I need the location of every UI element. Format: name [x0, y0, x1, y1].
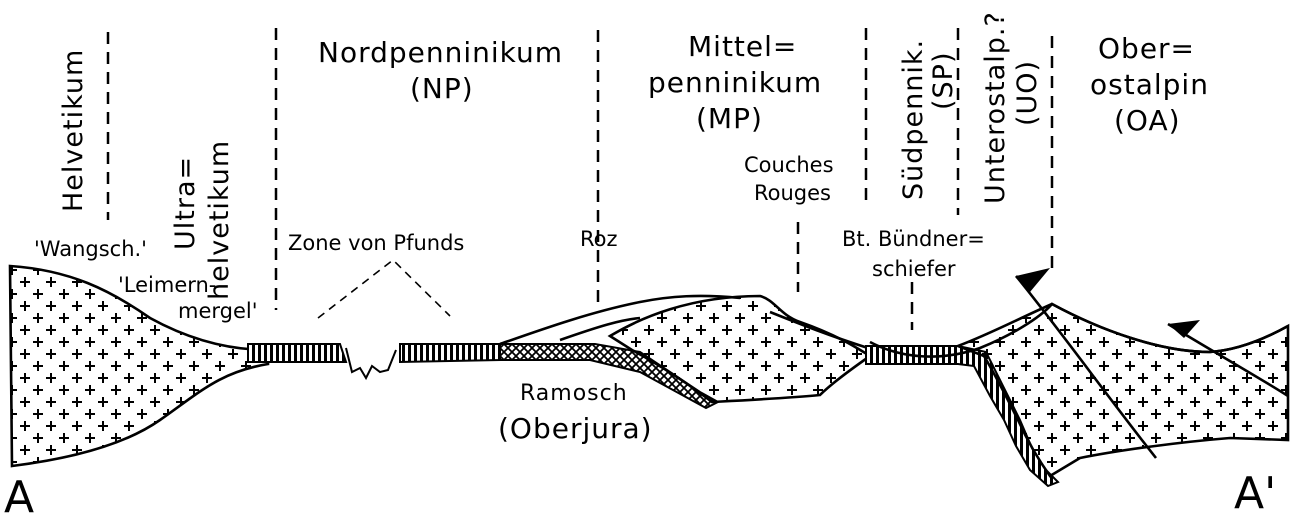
label-ramosch: Ramosch	[520, 381, 628, 406]
profile-ends: A A'	[4, 468, 1276, 516]
striped-layer-left	[248, 344, 346, 362]
thrust-triangle-2	[1168, 320, 1200, 338]
profile-start-label: A	[4, 472, 34, 516]
label-oberjura: (Oberjura)	[498, 412, 653, 445]
label-buendner: Bt. Bündner=	[842, 227, 985, 251]
right-basement	[958, 304, 1288, 476]
label-penninikum: penninikum	[648, 66, 822, 99]
label-couches: Couches	[744, 153, 834, 177]
label-ultrahelvetikum-1: Ultra=	[170, 156, 201, 250]
label-oa: (OA)	[1114, 104, 1181, 137]
label-mergel: mergel'	[178, 299, 258, 323]
zone-labels: Helvetikum Ultra= helvetikum Nordpennini…	[58, 11, 1209, 300]
label-helvetikum: Helvetikum	[58, 49, 89, 212]
label-sp: (SP)	[928, 52, 959, 111]
label-uo: (UO)	[1012, 60, 1043, 126]
label-roz: Roz	[580, 227, 618, 251]
label-ostalpin: ostalpin	[1090, 68, 1209, 101]
fault-pit	[346, 348, 396, 378]
label-mittel: Mittel=	[688, 30, 797, 63]
pfunds-pointer	[318, 260, 450, 318]
label-rouges: Rouges	[754, 181, 831, 205]
label-np: (NP)	[410, 72, 474, 105]
label-suedpenninik: Südpennik.	[898, 39, 929, 200]
thrust-triangle-1	[1016, 268, 1050, 292]
label-mp: (MP)	[696, 102, 763, 135]
label-unterostalp: Unterostalp.?	[980, 11, 1011, 204]
label-zone-pfunds: Zone von Pfunds	[288, 231, 464, 255]
label-leimern: 'Leimern-	[118, 273, 216, 297]
label-wangsch: 'Wangsch.'	[34, 237, 147, 261]
label-ober: Ober=	[1098, 32, 1195, 65]
middle-basement	[610, 296, 870, 402]
striped-layer-mid	[400, 344, 500, 362]
label-schiefer: schiefer	[872, 257, 956, 281]
label-nordpenninikum: Nordpenninikum	[318, 36, 563, 69]
profile-end-label: A'	[1234, 468, 1276, 516]
